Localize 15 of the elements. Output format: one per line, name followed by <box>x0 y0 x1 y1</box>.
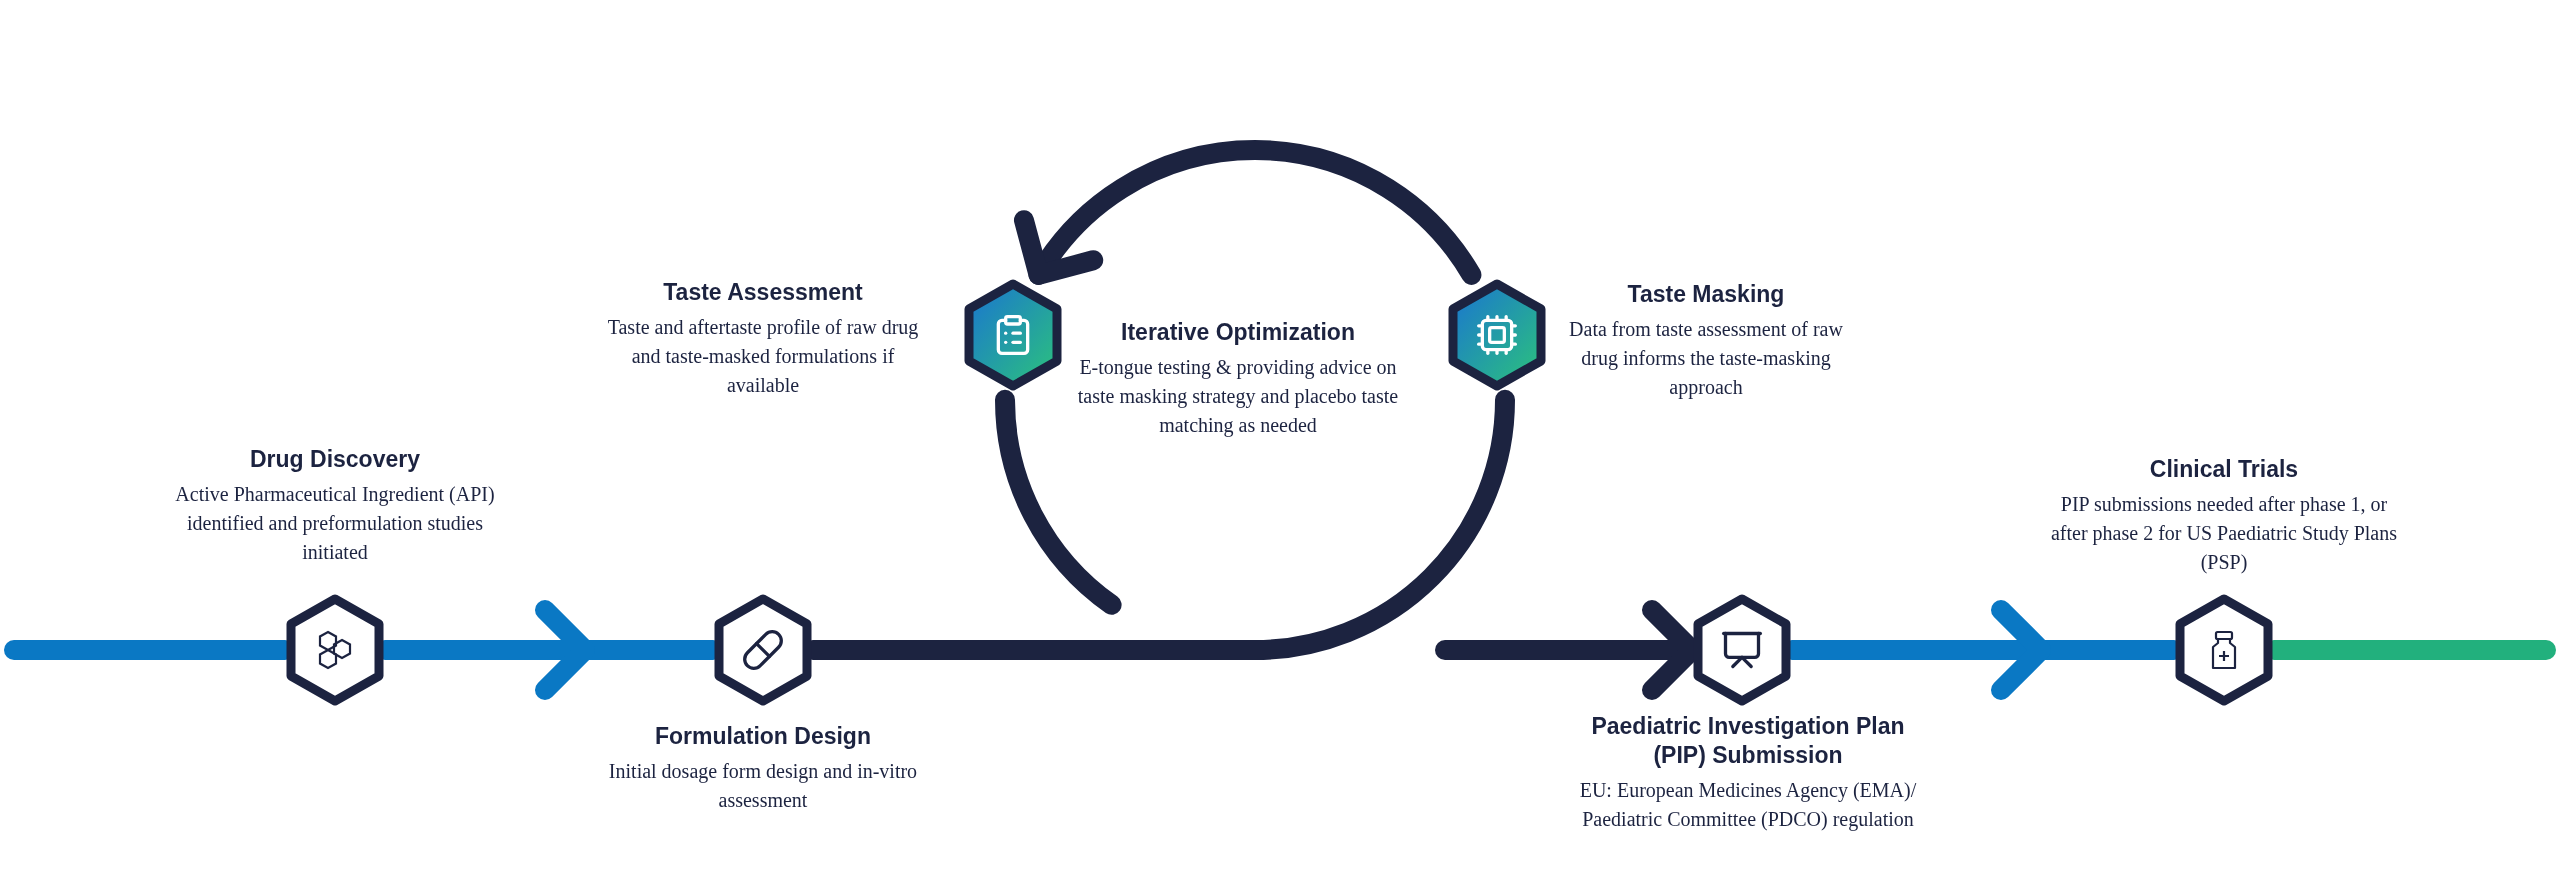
stage-description: E-tongue testing & providing advice on taste masking strategy and placebo taste matching as needed <box>1076 355 1400 439</box>
stage-description: Taste and aftertaste profile of raw drug and taste-masked formulations if available <box>606 315 920 398</box>
stage-description: PIP submissions needed after phase 1, or after phase 2 for US Paediatric Study Plans (PSP) <box>2049 492 2398 576</box>
stage-title: Iterative Optimization <box>1121 318 1355 347</box>
stage-title: Clinical Trials <box>2149 455 2299 484</box>
stage-description: Initial dosage form design and in-vitro assessment <box>607 759 919 813</box>
stage-description: EU: European Medicines Agency (EMA)/ Paediatric Committee (PDCO) regulation <box>1578 778 1918 833</box>
stage-description: Data from taste assessment of raw drug informs the taste-masking approach <box>1568 317 1844 401</box>
connector-line <box>995 389 1122 615</box>
stage-title: Drug Discovery <box>250 445 420 474</box>
stage-title: Paediatric Investigation Plan (PIP) Submission <box>1590 712 1906 770</box>
stage-title: Taste Masking <box>1627 280 1785 309</box>
stage-description: Active Pharmaceutical Ingredient (API) identified and preformulation studies initiated <box>175 482 495 565</box>
stage-title: Formulation Design <box>655 722 871 751</box>
stage-title: Taste Assessment <box>663 278 863 307</box>
